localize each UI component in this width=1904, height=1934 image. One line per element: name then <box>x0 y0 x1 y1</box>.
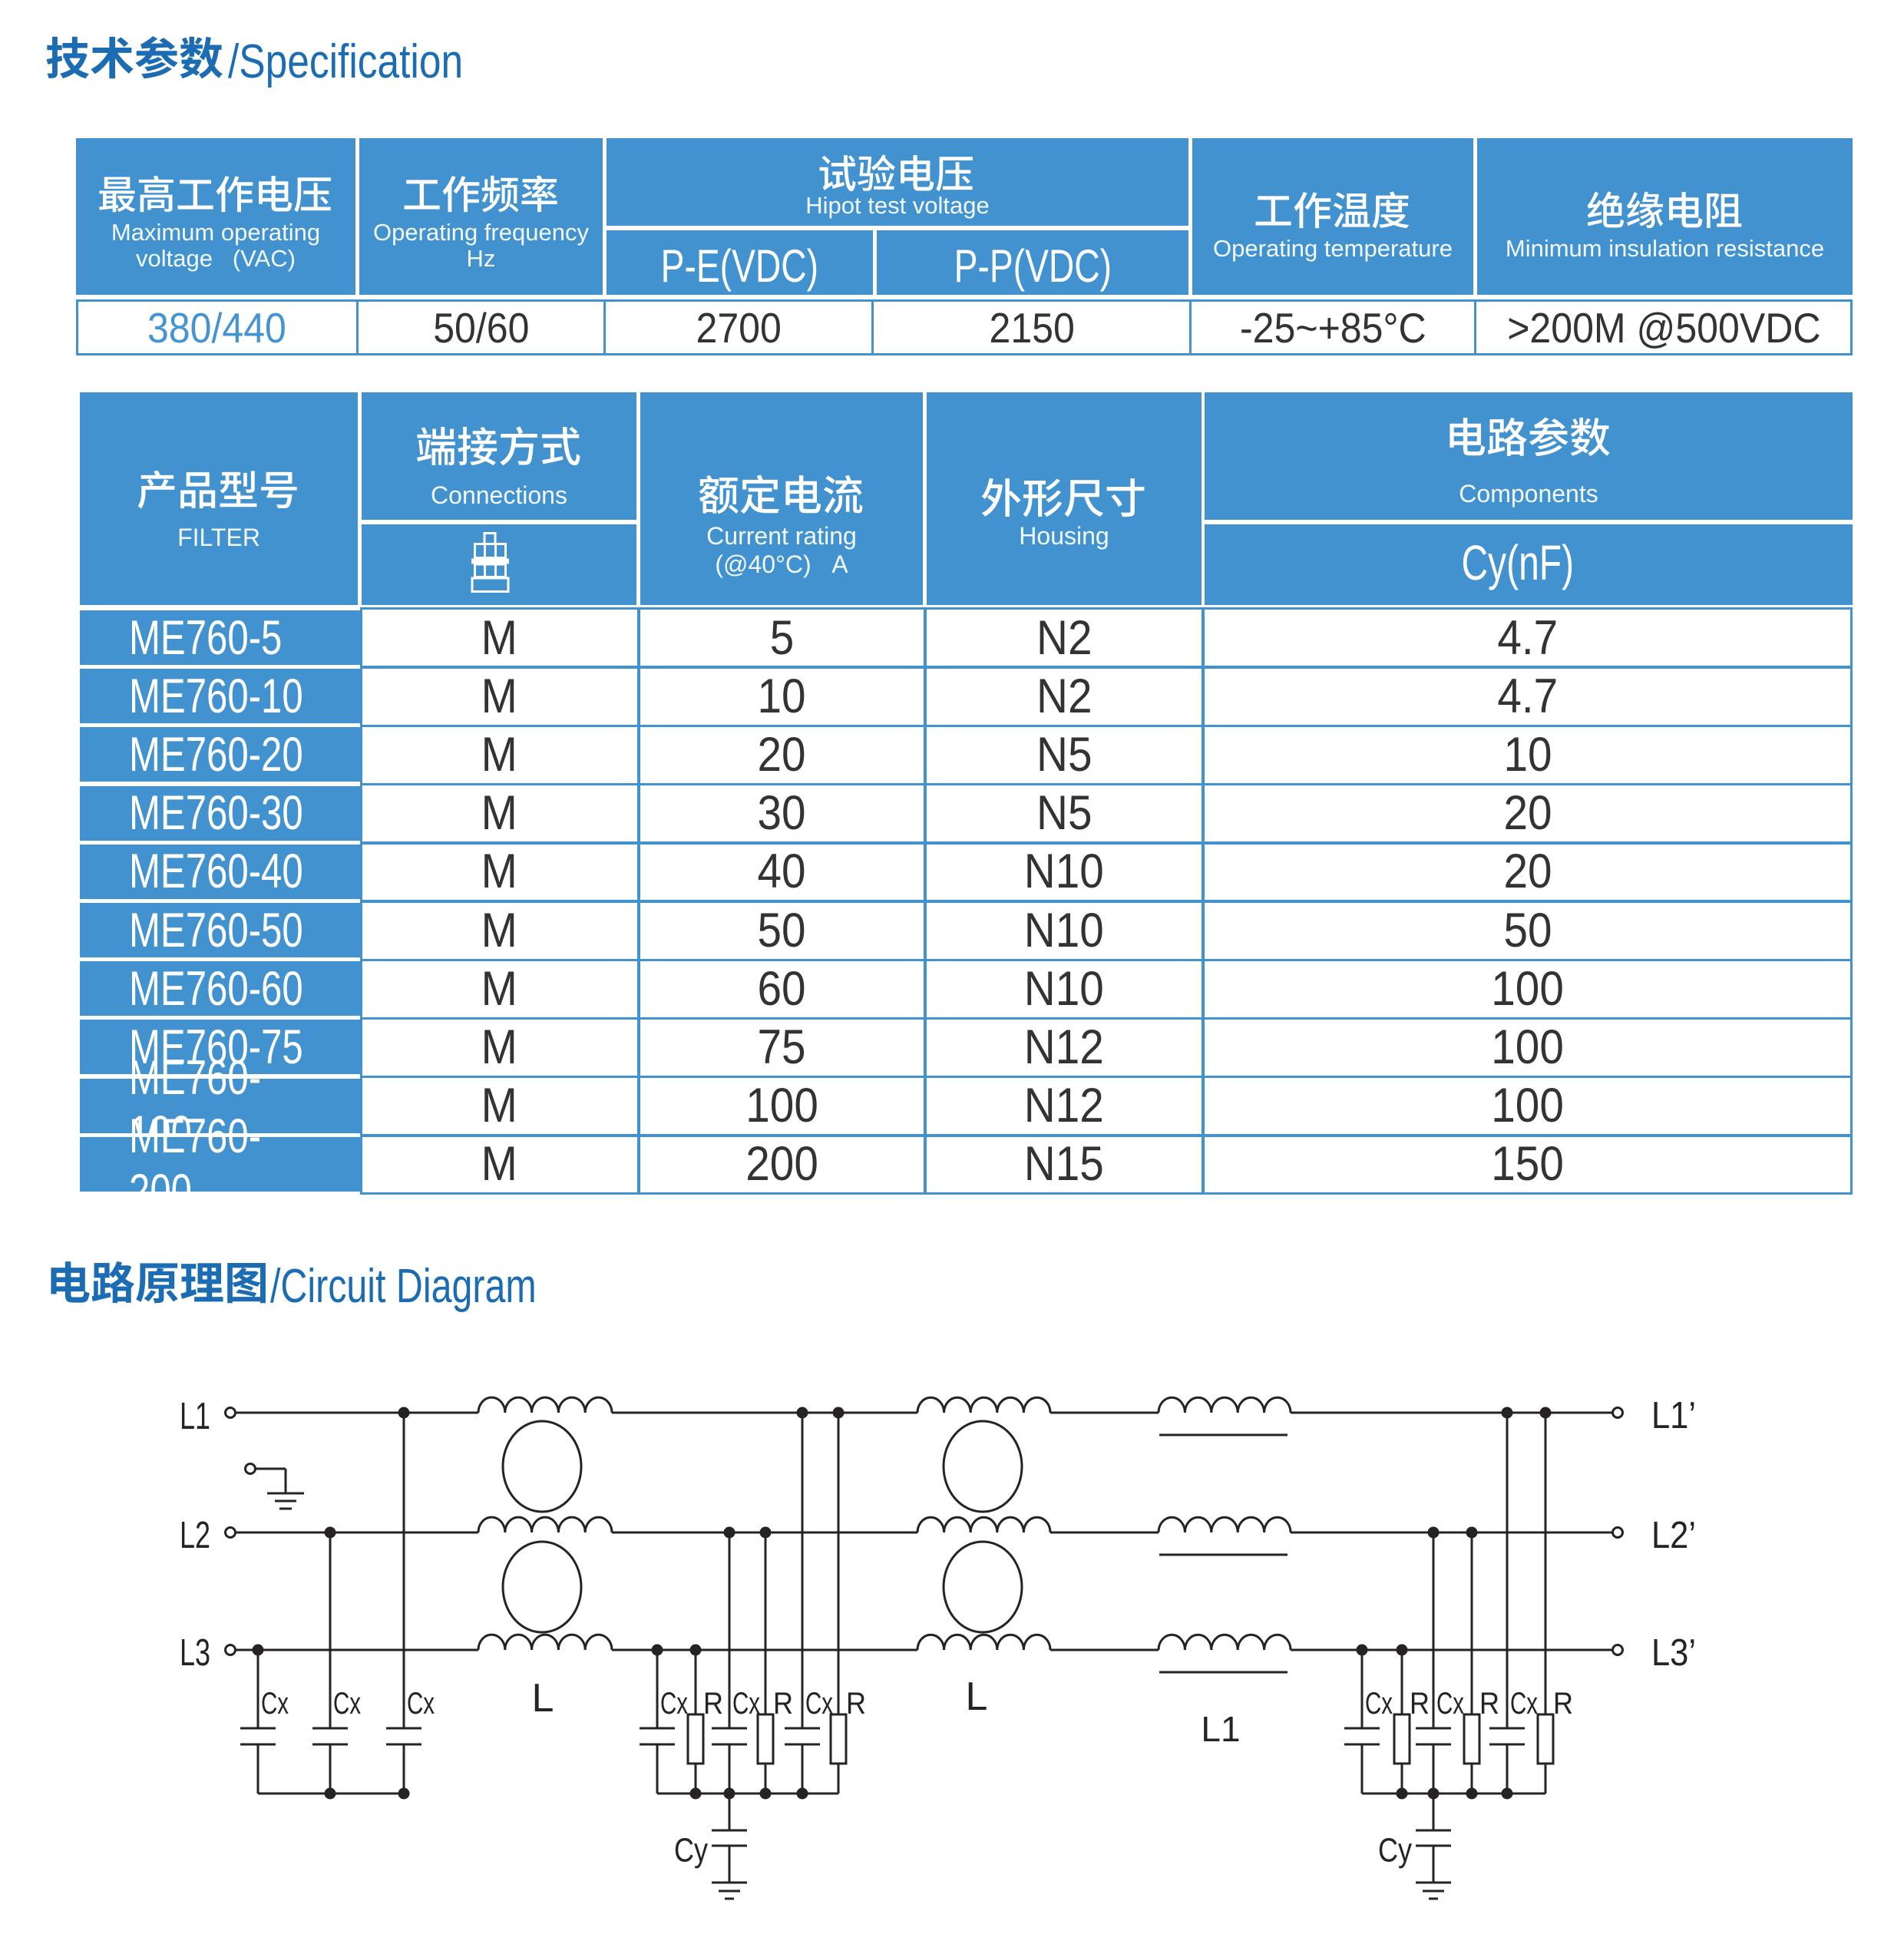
svg-text:Cy: Cy <box>1378 1832 1412 1870</box>
svg-text:Cx: Cx <box>805 1687 833 1721</box>
svg-text:L1: L1 <box>1201 1709 1240 1749</box>
svg-text:L3: L3 <box>180 1632 210 1674</box>
svg-text:Cx: Cx <box>732 1687 760 1721</box>
svg-text:R: R <box>1553 1687 1573 1721</box>
svg-text:Cx: Cx <box>660 1687 688 1721</box>
svg-text:Cx: Cx <box>261 1687 289 1721</box>
svg-text:L: L <box>966 1674 988 1719</box>
svg-text:Cy: Cy <box>674 1832 708 1870</box>
svg-text:L3’: L3’ <box>1651 1632 1696 1674</box>
svg-text:R: R <box>703 1687 723 1721</box>
svg-text:Cx: Cx <box>407 1687 435 1721</box>
svg-text:Cx: Cx <box>1510 1687 1538 1721</box>
svg-text:L: L <box>532 1676 554 1721</box>
svg-text:Cx: Cx <box>333 1687 361 1721</box>
svg-text:L2’: L2’ <box>1651 1515 1696 1556</box>
svg-text:Cx: Cx <box>1365 1687 1393 1721</box>
svg-text:L1’: L1’ <box>1651 1395 1696 1436</box>
svg-text:R: R <box>1479 1687 1499 1721</box>
svg-text:R: R <box>773 1687 793 1721</box>
svg-text:L1: L1 <box>180 1396 210 1437</box>
svg-text:R: R <box>1410 1687 1430 1721</box>
svg-text:L2: L2 <box>180 1515 210 1556</box>
svg-text:R: R <box>846 1687 866 1721</box>
svg-text:Cx: Cx <box>1436 1687 1464 1721</box>
